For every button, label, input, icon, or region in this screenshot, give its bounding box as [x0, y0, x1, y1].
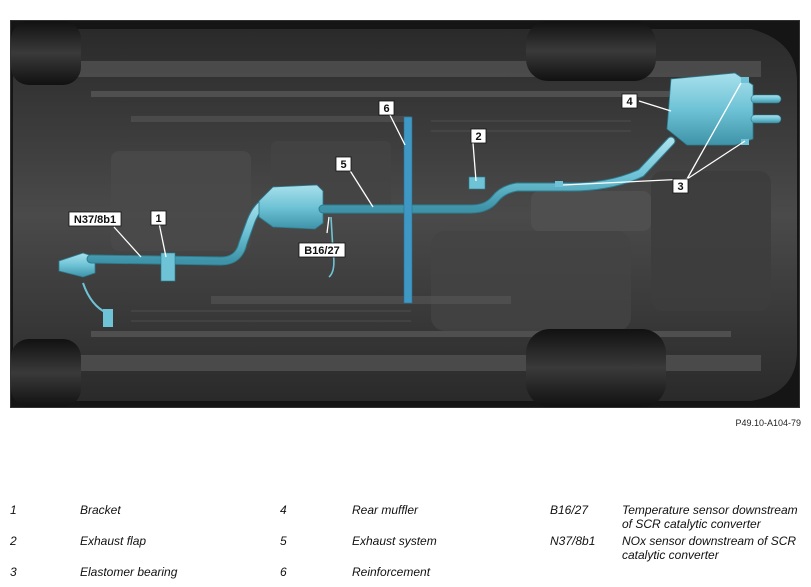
leader-lines	[113, 82, 746, 258]
svg-text:4: 4	[626, 96, 633, 108]
legend-key: N37/8b1	[550, 534, 596, 548]
legend-key: B16/27	[550, 503, 589, 517]
callout-5: 5	[335, 156, 352, 172]
legend-key: 2	[10, 534, 17, 548]
legend-key: 5	[280, 534, 287, 548]
svg-text:1: 1	[155, 213, 161, 225]
legend-text: Exhaust flap	[80, 534, 147, 548]
reinforcement-bar	[403, 116, 413, 304]
legend-key: 6	[280, 565, 287, 579]
callout-6: 6	[378, 100, 395, 116]
svg-text:6: 6	[383, 103, 389, 115]
legend-text: Temperature sensor downstream of SCR cat…	[622, 503, 798, 531]
callout-b16-27: B16/27	[298, 242, 346, 258]
tire-front-left	[11, 21, 81, 85]
svg-text:5: 5	[340, 159, 346, 171]
figure-reference: P49.10-A104-79	[735, 418, 801, 428]
legend-key: 4	[280, 503, 287, 517]
legend-text: Bracket	[80, 503, 121, 517]
callout-1: 1	[150, 210, 167, 226]
callout-n37-8b1: N37/8b1	[68, 211, 122, 227]
tire-rear-right	[526, 329, 666, 407]
legend-text: Rear muffler	[352, 503, 419, 517]
underbody-illustration: 1 2 3 4 5 6 N37/8b1 B16/27	[10, 20, 800, 408]
legend-key: 1	[10, 503, 17, 517]
legend-text: Exhaust system	[352, 534, 437, 548]
legend-text: NOx sensor downstream of SCR catalytic c…	[622, 534, 797, 562]
legend-text: Reinforcement	[352, 565, 431, 579]
svg-text:N37/8b1: N37/8b1	[74, 214, 116, 226]
callout-2: 2	[470, 128, 487, 144]
callout-3: 3	[672, 178, 689, 194]
svg-text:B16/27: B16/27	[304, 245, 339, 257]
legend-text: Elastomer bearing	[80, 565, 178, 579]
tire-rear-left	[526, 21, 656, 81]
callout-4: 4	[621, 93, 638, 109]
exhaust-system	[58, 72, 782, 327]
legend-key: 3	[10, 565, 17, 579]
svg-text:3: 3	[677, 181, 683, 193]
tire-front-right	[11, 339, 81, 407]
svg-text:2: 2	[475, 131, 481, 143]
